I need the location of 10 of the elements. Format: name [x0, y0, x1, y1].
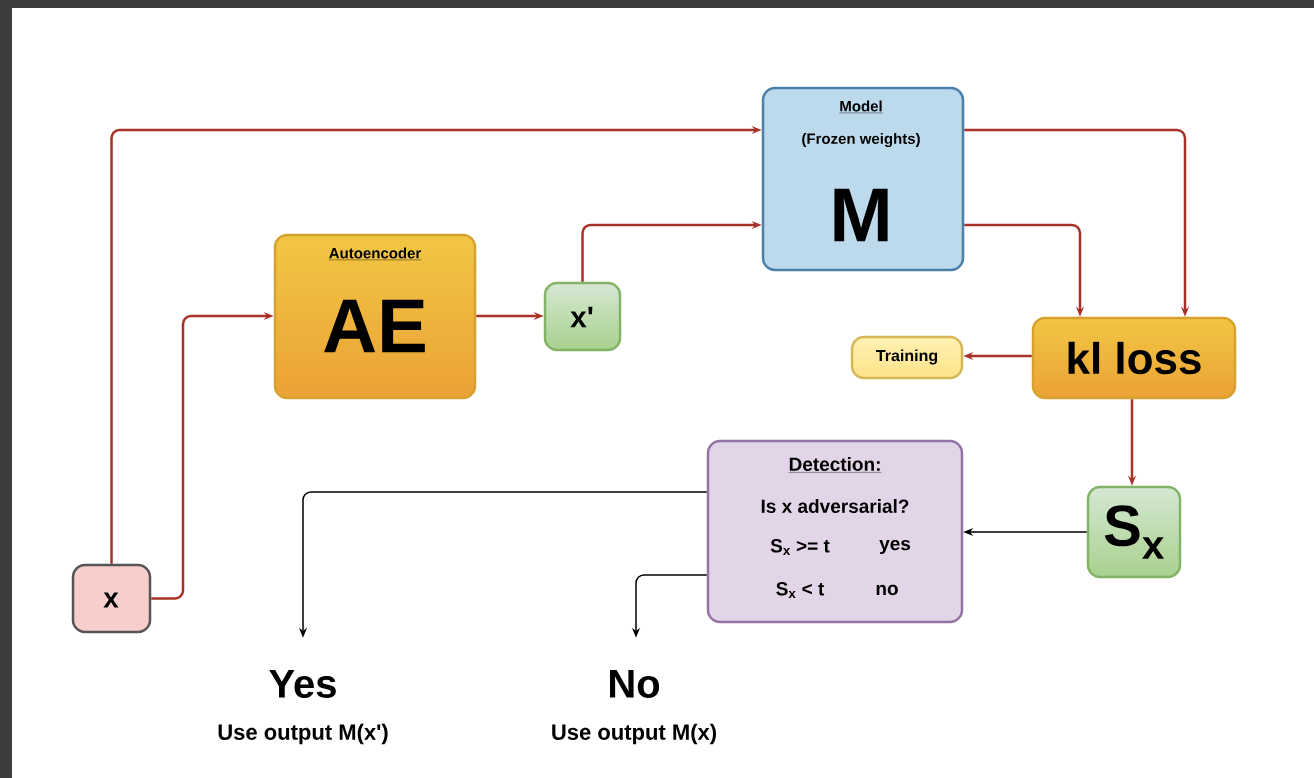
- process-box: Detection: Is x adversarial? S$_{x}$ >= t yes S$_{x}$ < t no: [706, 439, 964, 624]
- process-box: kl loss: [1031, 316, 1237, 400]
- process-box: Model (Frozen weights) M: [761, 86, 965, 272]
- text-label: No Use output M(x): [552, 670, 716, 745]
- process-box: Autoencoder AE: [273, 233, 477, 400]
- text-label: Yes Use output M(x'): [218, 670, 388, 745]
- process-box: x': [543, 281, 622, 352]
- process-box: Training: [850, 335, 964, 380]
- process-box: S$_{x}$: [1086, 485, 1182, 579]
- process-box: x: [71, 563, 152, 634]
